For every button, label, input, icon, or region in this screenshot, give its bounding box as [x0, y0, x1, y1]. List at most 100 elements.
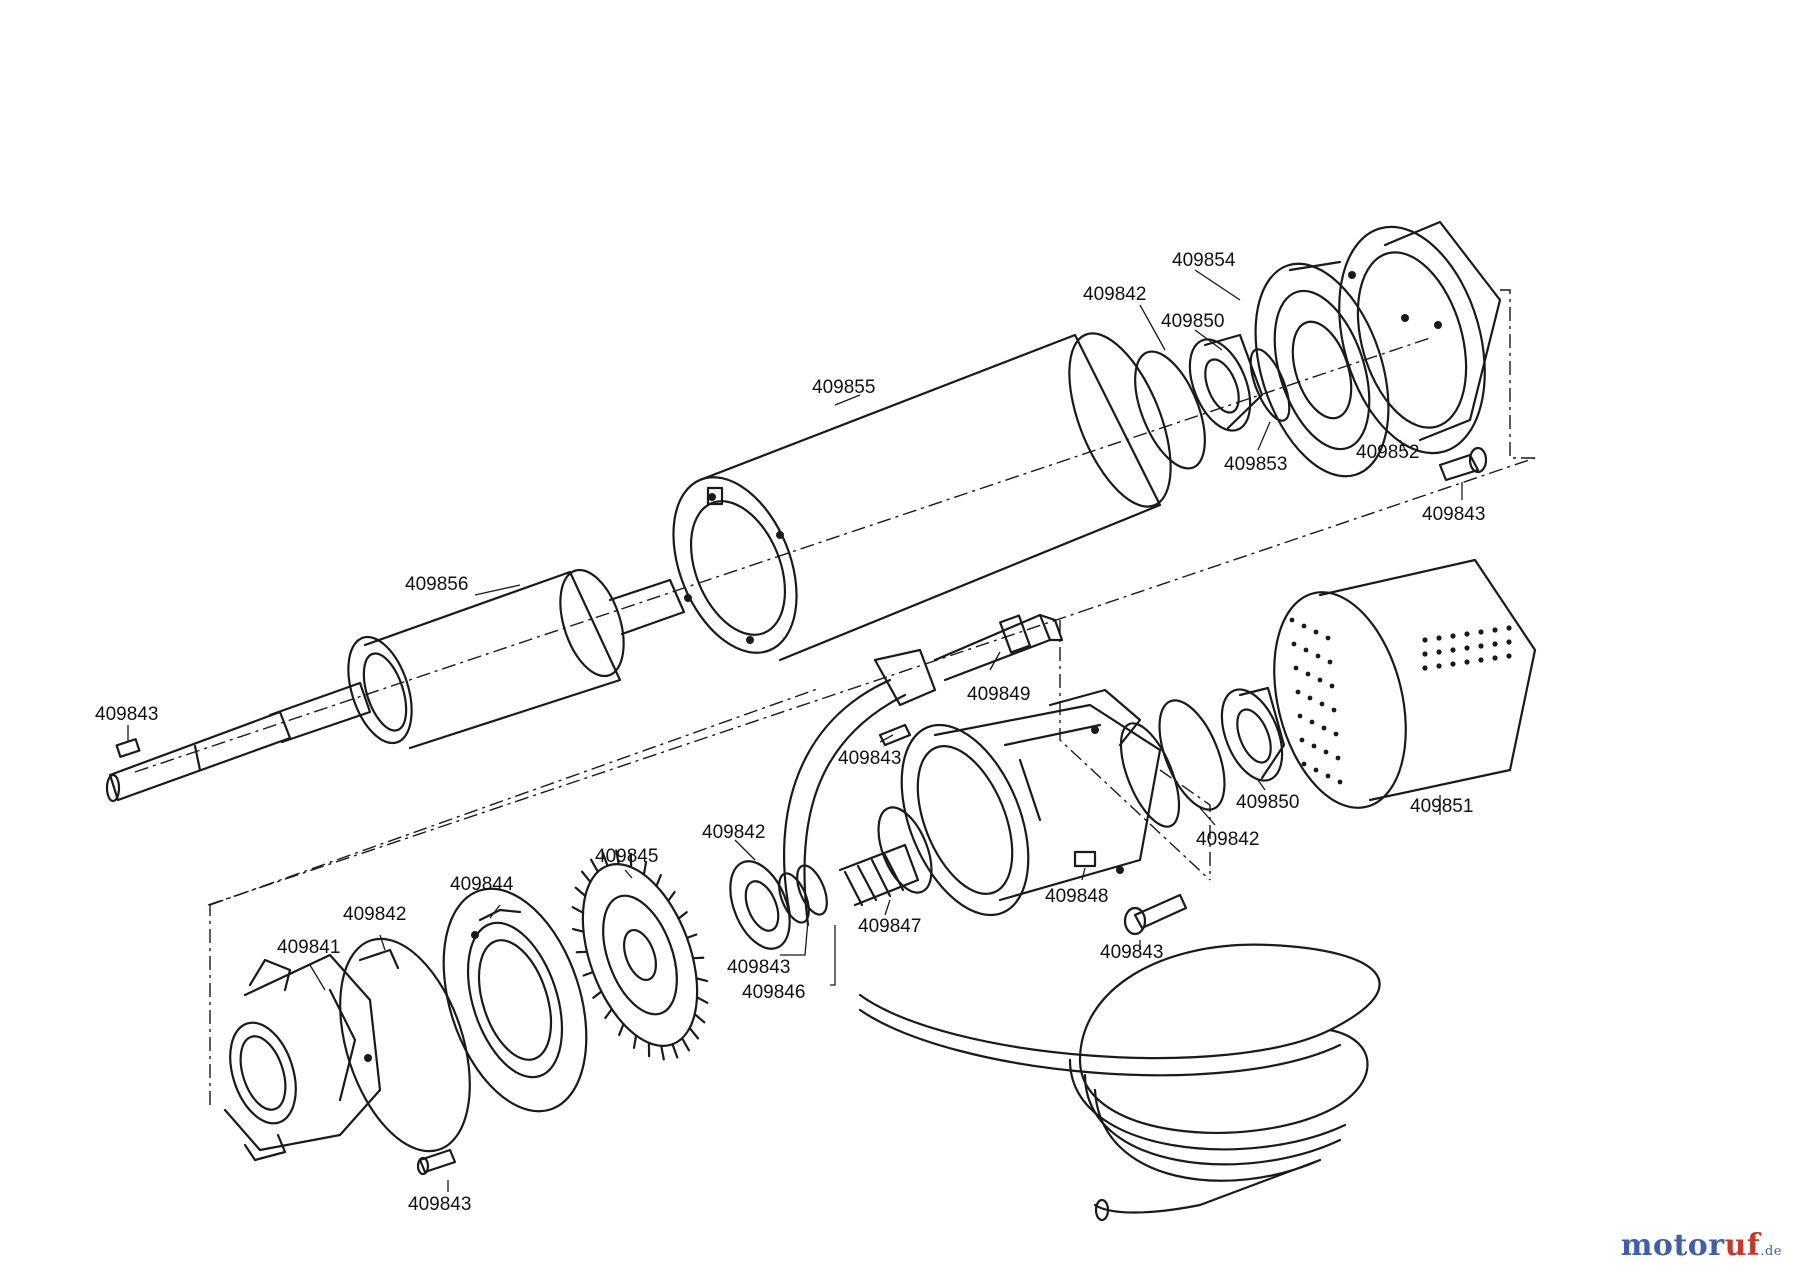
- impeller-tooth: [604, 1008, 613, 1020]
- brand-suffix: .de: [1760, 1244, 1782, 1259]
- perforation-dot: [1506, 625, 1512, 631]
- pump-head-409841: [223, 953, 382, 1162]
- impeller-tooth: [632, 1034, 638, 1049]
- perforation-dot: [1321, 725, 1327, 731]
- perforation-dot: [1319, 701, 1325, 707]
- stator-409855: [672, 332, 1172, 662]
- perforation-dot: [1329, 683, 1335, 689]
- upper-bearing-group: [1134, 333, 1291, 470]
- perforation-dot: [1450, 633, 1456, 639]
- perforation-dot: [1307, 695, 1313, 701]
- perforation-dot: [1311, 743, 1317, 749]
- impeller-tooth: [695, 977, 709, 983]
- shaft-409843: [105, 681, 372, 803]
- perforation-dot: [1478, 629, 1484, 635]
- impeller-tooth: [601, 851, 609, 867]
- perforation-dot: [1450, 661, 1456, 667]
- perforation-dot: [1295, 689, 1301, 695]
- perforation-dot: [1313, 629, 1319, 635]
- perforation-dot: [1422, 651, 1428, 657]
- perforation-dot: [1450, 647, 1456, 653]
- impeller-tooth: [592, 990, 603, 999]
- label-409847: 409847: [858, 916, 921, 937]
- label-409849: 409849: [967, 684, 1030, 705]
- rotor-409856: [347, 568, 686, 750]
- impeller-tooth: [642, 861, 648, 876]
- perforation-dot: [1506, 653, 1512, 659]
- leader-lines: [127, 269, 1463, 1192]
- label-409842-top: 409842: [1083, 284, 1146, 305]
- perforation-dot: [1291, 641, 1297, 647]
- impeller-tooth: [618, 1022, 625, 1037]
- screw-409843-right: [1123, 893, 1188, 936]
- impeller-tooth: [693, 1013, 706, 1024]
- impeller-tooth: [681, 1037, 690, 1052]
- brand-logo: motoruf.de: [1621, 1228, 1782, 1263]
- label-409856: 409856: [405, 574, 468, 595]
- perforation-dot: [1299, 737, 1305, 743]
- perforation-dot: [1327, 659, 1333, 665]
- impeller-tooth: [688, 1026, 700, 1040]
- brand-part1: motor: [1620, 1228, 1725, 1263]
- cable-409849: [783, 613, 1064, 927]
- perforation-dot: [1301, 623, 1307, 629]
- perforation-dot: [1464, 659, 1470, 665]
- screw-409843-top: [1438, 446, 1488, 482]
- impeller-tooth: [685, 933, 698, 939]
- perforation-dot: [1492, 627, 1498, 633]
- label-409842-mid: 409842: [1196, 829, 1259, 850]
- screw-409843-bottom: [416, 1148, 457, 1176]
- perforation-dot: [1323, 749, 1329, 755]
- label-409851: 409851: [1410, 796, 1473, 817]
- perforation-dot: [1297, 713, 1303, 719]
- label-409843-mid: 409843: [838, 748, 901, 769]
- perforation-dot: [1289, 617, 1295, 623]
- label-409852: 409852: [1356, 442, 1419, 463]
- label-409843-bottom: 409843: [408, 1194, 471, 1215]
- label-409844: 409844: [450, 874, 514, 895]
- perforation-dot: [1422, 637, 1428, 643]
- perforation-dot: [1303, 647, 1309, 653]
- label-409843-gear: 409843: [727, 957, 790, 978]
- label-409848: 409848: [1045, 886, 1108, 907]
- perforation-dot: [1335, 755, 1341, 761]
- impeller-tooth: [571, 927, 585, 933]
- perforation-dot: [1492, 641, 1498, 647]
- seal-group-409847: [778, 806, 933, 924]
- right-bearing-group: [1158, 686, 1286, 811]
- perforation-dot: [1436, 649, 1442, 655]
- label-409854: 409854: [1172, 250, 1236, 271]
- perforation-dot: [1313, 767, 1319, 773]
- impeller-tooth: [695, 996, 709, 1004]
- impeller-tooth: [571, 906, 585, 914]
- perforation-dot: [1478, 643, 1484, 649]
- label-409843-top: 409843: [1422, 504, 1485, 525]
- impeller-tooth: [574, 886, 587, 897]
- end-shield-409854: [1254, 260, 1390, 478]
- perforation-dot: [1492, 655, 1498, 661]
- label-409843-right: 409843: [1100, 942, 1163, 963]
- impeller-409845: [571, 849, 709, 1061]
- label-409843-left: 409843: [95, 704, 158, 725]
- perforation-dot: [1331, 707, 1337, 713]
- impeller-tooth: [671, 1043, 679, 1059]
- hose-coil: [858, 943, 1381, 1222]
- end-cap-409852: [1338, 220, 1502, 455]
- perforation-dot: [1325, 635, 1331, 641]
- perforation-dot: [1478, 657, 1484, 663]
- impeller-tooth: [580, 870, 592, 884]
- impeller-tooth: [655, 873, 662, 888]
- label-409855: 409855: [812, 377, 875, 398]
- bearing-409842-left: [729, 860, 791, 950]
- perforation-dot: [1464, 631, 1470, 637]
- label-409853: 409853: [1224, 454, 1287, 475]
- perforation-dot: [1317, 677, 1323, 683]
- perforation-dot: [1293, 665, 1299, 671]
- impeller-tooth: [667, 890, 676, 902]
- perforation-dot: [1315, 653, 1321, 659]
- perforation-dot: [1436, 635, 1442, 641]
- impeller-tooth: [590, 858, 599, 873]
- axis-lines: [134, 289, 1536, 1105]
- label-409842-low: 409842: [343, 904, 406, 925]
- impeller-tooth: [615, 849, 620, 866]
